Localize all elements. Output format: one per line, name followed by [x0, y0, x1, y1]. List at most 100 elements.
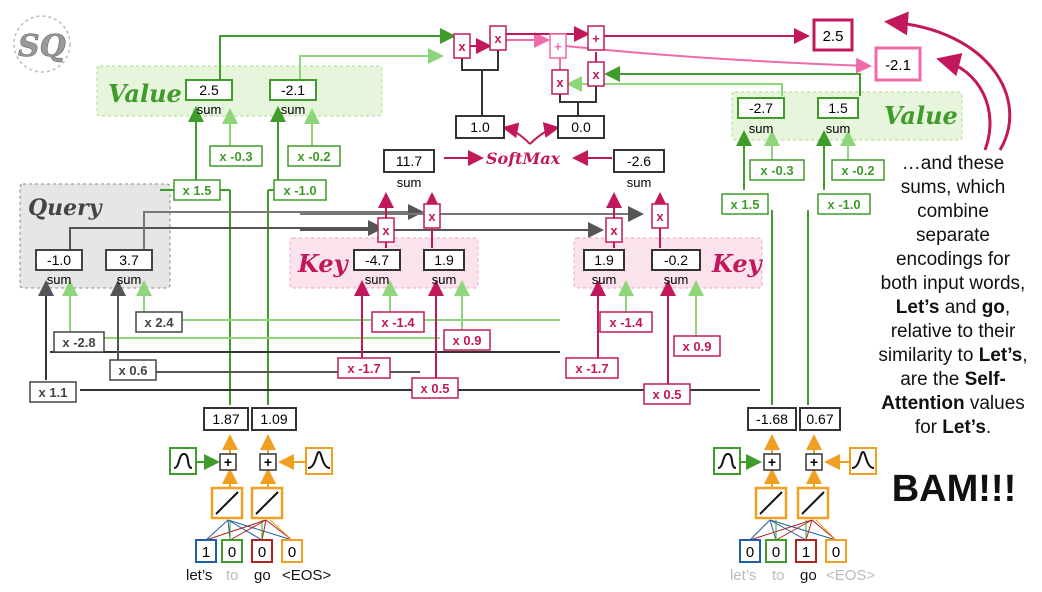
right-key-sum-2: -0.2 sum — [651, 249, 701, 287]
logo-text: SQ — [18, 29, 66, 64]
input-word-lets: let’s — [186, 567, 212, 584]
input-word-to: to — [226, 567, 239, 584]
input-word-to: to — [772, 567, 785, 584]
sum-label: sum — [281, 102, 306, 117]
softmax-output-1-value: 1.0 — [470, 119, 490, 135]
multiply-op: x — [610, 223, 618, 238]
bell-curve-icon — [305, 447, 333, 475]
add-op: + — [554, 39, 562, 54]
multiply-op: x — [382, 223, 390, 238]
left-key-sum-2: 1.9 sum — [423, 249, 465, 287]
right-key-sum-1-value: 1.9 — [594, 252, 614, 268]
query-weight: x -2.8 — [62, 335, 95, 350]
left-value-sum-2-value: -2.1 — [281, 82, 305, 98]
one-hot-value: 1 — [202, 544, 210, 561]
similarity-left-value: 11.7 — [396, 153, 422, 169]
left-key-weight: x 0.5 — [421, 381, 450, 396]
add-op: + — [810, 454, 818, 470]
multiply-op: x — [458, 39, 466, 54]
left-value-weight: x -0.3 — [219, 149, 252, 164]
right-value-weight: x -0.3 — [760, 163, 793, 178]
multiply-op: x — [592, 67, 600, 82]
right-embedding-2: 0.67 — [806, 411, 833, 427]
softmax-output-2: 0.0 — [557, 115, 605, 139]
one-hot-value: 0 — [746, 544, 754, 561]
one-hot-value: 0 — [228, 544, 236, 561]
similarity-left: 11.7 sum — [383, 149, 435, 190]
left-key-weight: x -1.4 — [381, 315, 415, 330]
caption-word: go — [981, 297, 1005, 318]
right-value-weight: x -1.0 — [827, 197, 860, 212]
left-value-weight: x -1.0 — [283, 183, 316, 198]
caption-text: . — [985, 417, 992, 438]
bell-curve-icon — [849, 447, 877, 475]
left-value-sum-1-value: 2.5 — [199, 82, 219, 98]
output-1-value: 2.5 — [823, 28, 844, 45]
right-key-sum-1: 1.9 sum — [583, 249, 625, 287]
one-hot-value: 1 — [802, 544, 810, 561]
query-weight: x 2.4 — [145, 315, 175, 330]
query-sum-1-value: -1.0 — [47, 252, 71, 268]
sum-label: sum — [432, 272, 457, 287]
add-op: + — [264, 454, 272, 470]
caption-word: Let’s — [978, 345, 1023, 366]
input-word-lets: let’s — [730, 567, 756, 584]
right-one-hot-inputs: 0 0 1 0 let’s to go <EOS> — [730, 539, 875, 584]
left-value-weight: x -0.2 — [297, 149, 330, 164]
activation-node-icon — [796, 486, 830, 520]
right-key-weight: x -1.4 — [609, 315, 643, 330]
right-key-title: Key — [711, 249, 764, 278]
sine-wave-icon — [713, 447, 741, 475]
query-weight: x 0.6 — [119, 363, 148, 378]
query-sum-1: -1.0 sum — [35, 249, 83, 287]
right-value-weight: x 1.5 — [731, 197, 760, 212]
right-value-title: Value — [884, 101, 958, 130]
caption-word: Let’s — [942, 417, 986, 438]
left-value-title: Value — [108, 79, 182, 108]
sum-label: sum — [47, 272, 72, 287]
left-value-sum-1: 2.5 sum — [185, 79, 233, 117]
softmax-output-1: 1.0 — [455, 115, 505, 139]
query-sum-2-value: 3.7 — [119, 252, 139, 268]
add-op: + — [592, 31, 600, 46]
right-value-sum-2: 1.5 sum — [817, 97, 859, 136]
input-word-eos: <EOS> — [826, 567, 875, 584]
caption-term: Self-Attention — [881, 369, 1006, 414]
softmax-output-2-value: 0.0 — [571, 119, 591, 135]
input-word-go: go — [800, 567, 817, 584]
caption-text: and — [939, 297, 982, 318]
sine-wave-icon — [169, 447, 197, 475]
activation-node-icon — [250, 486, 284, 520]
caption-text: , are the — [900, 345, 1028, 390]
weight-boxes: x -0.3 x -0.2 x 1.5 x -1.0 x 2.4 x -2.8 … — [29, 145, 885, 405]
left-embedding-1: 1.87 — [212, 411, 239, 427]
right-key-weight: x 0.9 — [683, 339, 712, 354]
sum-label: sum — [627, 175, 652, 190]
left-value-panel — [96, 65, 383, 117]
input-word-eos: <EOS> — [282, 567, 331, 584]
sum-label: sum — [749, 121, 774, 136]
caption-word: Let’s — [895, 297, 940, 318]
right-embedding-block: -1.68 0.67 + + — [713, 407, 877, 520]
left-key-sum-1: -4.7 sum — [353, 249, 401, 287]
left-key-sum-1-value: -4.7 — [365, 252, 389, 268]
multiply-op: x — [428, 209, 436, 224]
caption-text: , relative to their similarity to — [878, 297, 1016, 366]
statquest-logo: SQ — [13, 15, 71, 73]
caption-text: values for — [914, 393, 1025, 438]
similarity-right-value: -2.6 — [627, 153, 651, 169]
one-hot-value: 0 — [288, 544, 296, 561]
left-value-weight: x 1.5 — [183, 183, 212, 198]
query-sum-2: 3.7 sum — [105, 249, 153, 287]
output-2-value: -2.1 — [885, 57, 911, 74]
input-word-go: go — [254, 567, 271, 584]
left-key-title: Key — [297, 249, 350, 278]
add-op: + — [224, 454, 232, 470]
multiply-op: x — [656, 209, 664, 224]
left-value-sum-2: -2.1 sum — [269, 79, 317, 117]
right-key-weight: x -1.7 — [575, 361, 608, 376]
right-key-sum-2-value: -0.2 — [664, 252, 688, 268]
right-key-weight: x 0.5 — [653, 387, 682, 402]
sum-label: sum — [664, 272, 689, 287]
